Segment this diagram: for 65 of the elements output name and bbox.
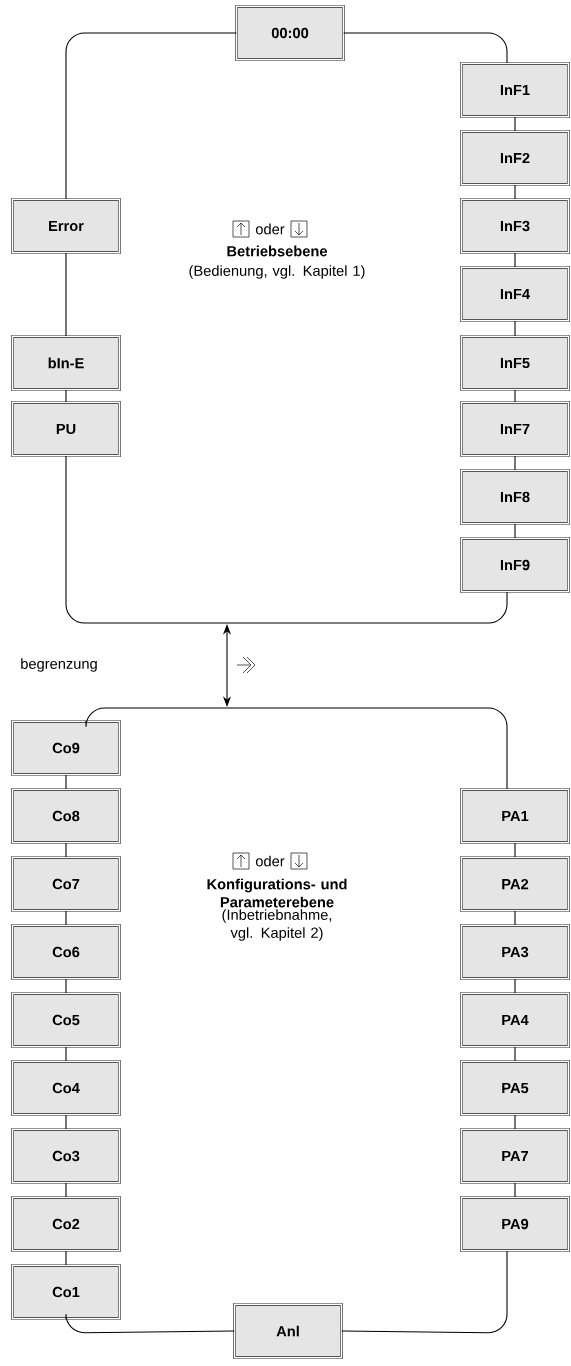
- connector-line: [514, 184, 516, 200]
- connector-line: [514, 116, 516, 132]
- display-box: bIn-E: [11, 335, 121, 391]
- display-box: Co3: [11, 1128, 121, 1184]
- connector-line: [65, 1313, 235, 1334]
- display-box: InF8: [460, 469, 570, 525]
- connector-line: [514, 842, 516, 858]
- connector-line: [514, 523, 516, 539]
- connector-line: [514, 910, 516, 926]
- connector-line: [514, 978, 516, 994]
- display-box: PA3: [460, 924, 570, 980]
- display-box: Co2: [11, 1196, 121, 1252]
- connector-line: [65, 252, 67, 337]
- connector-line: [514, 1182, 516, 1198]
- display-box: Co5: [11, 992, 121, 1048]
- connector-line: [514, 252, 516, 268]
- display-box: PA4: [460, 992, 570, 1048]
- level-note: (Inbetriebnahme, vgl. Kapitel 2): [222, 909, 332, 941]
- connector-line: [343, 32, 508, 64]
- display-box: PA2: [460, 856, 570, 912]
- display-box: InF4: [460, 266, 570, 322]
- connector-line: [65, 455, 508, 624]
- connector-line: [514, 455, 516, 471]
- display-box: 00:00: [235, 5, 345, 61]
- display-box: Anl: [233, 1303, 343, 1359]
- display-box: PA5: [460, 1060, 570, 1116]
- connector-line: [514, 389, 516, 403]
- display-box: Co9: [11, 720, 121, 776]
- connector-line: [65, 1046, 67, 1062]
- connector-line: [341, 1250, 508, 1334]
- connector-line: [65, 1250, 67, 1266]
- label-text: begrenzung: [21, 658, 97, 672]
- display-box: Error: [11, 198, 121, 254]
- connector-line: [65, 389, 67, 403]
- label-text: oder: [255, 855, 285, 867]
- display-box: Co7: [11, 856, 121, 912]
- connector-line: [65, 1182, 67, 1198]
- label-text: oder: [255, 223, 285, 235]
- level-note: (Bedienung, vgl. Kapitel 1): [189, 265, 365, 279]
- display-box: PA1: [460, 788, 570, 844]
- display-box: InF5: [460, 335, 570, 391]
- level-title: Konfigurations- und Parameterebene: [207, 878, 347, 908]
- connector-line: [65, 842, 67, 858]
- display-box: Co4: [11, 1060, 121, 1116]
- display-box: Co8: [11, 788, 121, 844]
- connector-line: [65, 32, 237, 200]
- connector-line: [514, 1046, 516, 1062]
- display-box: InF2: [460, 130, 570, 186]
- display-box: PU: [11, 401, 121, 457]
- display-box: PA9: [460, 1196, 570, 1252]
- display-box: InF7: [460, 401, 570, 457]
- display-box: Co6: [11, 924, 121, 980]
- connector-line: [65, 1114, 67, 1130]
- connector-line: [65, 978, 67, 994]
- connector-line: [85, 707, 508, 790]
- display-box: InF3: [460, 198, 570, 254]
- display-box: InF1: [460, 62, 570, 118]
- display-box: InF9: [460, 537, 570, 593]
- connector-line: [514, 320, 516, 337]
- level-title: Betriebsebene: [227, 245, 328, 257]
- connector-line: [65, 774, 67, 790]
- display-box: Co1: [11, 1264, 121, 1320]
- display-box: PA7: [460, 1128, 570, 1184]
- connector-line: [514, 1114, 516, 1130]
- connector-line: [65, 910, 67, 926]
